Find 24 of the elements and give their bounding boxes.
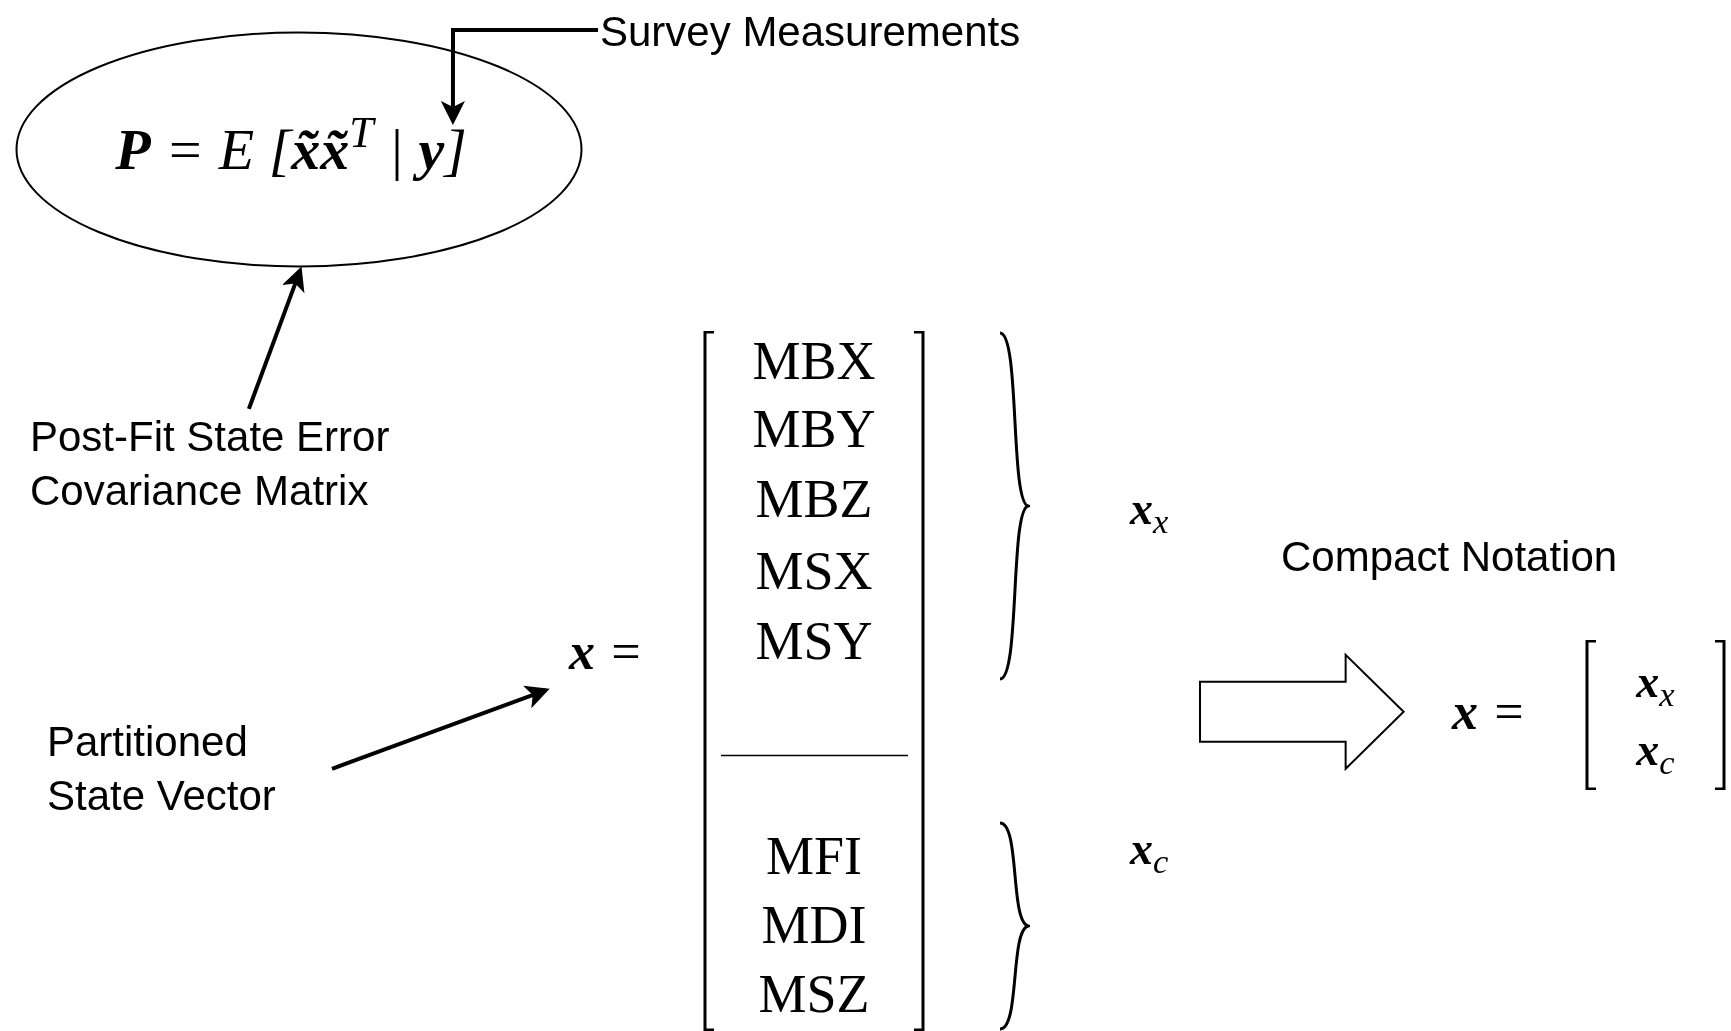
matrix-entry: MBY <box>752 399 876 459</box>
math-label: x = <box>569 623 644 680</box>
annotation-text: Partitioned State Vector <box>47 717 277 821</box>
annotation-text: Survey Measurements <box>600 7 1022 57</box>
matrix-entry: MFI <box>766 826 862 886</box>
matrix-entry: MBZ <box>755 469 873 529</box>
arrow <box>247 266 305 410</box>
math-label: x$_{c}$ <box>1130 823 1169 874</box>
formula: P = E [x̃x̃$^{T}$ | y] <box>115 120 467 179</box>
matrix-entry: MSX <box>755 541 873 601</box>
matrix-entry: MDI <box>761 895 867 955</box>
matrix-entry: MSY <box>755 611 873 671</box>
matrix-entry: MBX <box>752 331 876 391</box>
matrix-entry: MSZ <box>758 964 870 1024</box>
math-label: x$_{x}$ <box>1130 483 1169 534</box>
annotation-text: Post-Fit State Error Covariance Matrix <box>30 412 391 516</box>
math-label: x = <box>1452 683 1527 740</box>
ellipse-shape <box>15 31 583 268</box>
arrow <box>331 685 550 771</box>
block-arrow <box>1199 652 1406 772</box>
arrow <box>440 28 598 126</box>
math-label: x$_{c}$ <box>1636 723 1675 778</box>
caption-label: Compact Notation <box>1281 532 1618 582</box>
math-label: x$_{x}$ <box>1636 655 1675 710</box>
